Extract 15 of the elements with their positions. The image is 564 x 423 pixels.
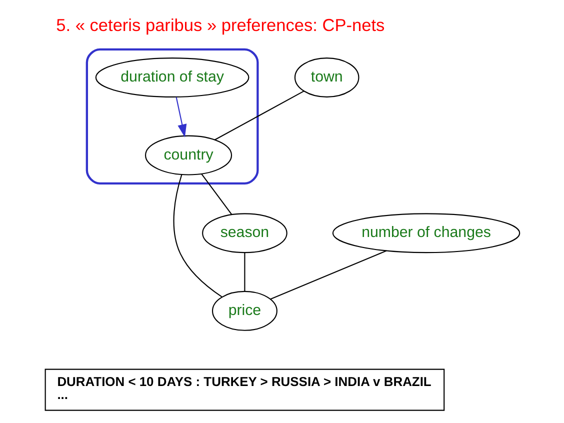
diagram-title: 5. « ceteris paribus » preferences: CP-nets: [56, 14, 384, 35]
connector: [244, 252, 245, 292]
node-ellipse: country: [144, 135, 232, 176]
node-ellipse: price: [211, 290, 277, 331]
connector: [172, 174, 222, 298]
node-ellipse: duration of stay: [94, 58, 249, 98]
arrow: [175, 97, 186, 138]
node-ellipse: season: [202, 213, 287, 254]
cluster: [85, 48, 258, 184]
connector: [270, 250, 386, 300]
connector: [214, 90, 304, 140]
node-ellipse: number of changes: [332, 213, 520, 254]
node-box: DURATION < 10 DAYS : TURKEY > RUSSIA > INDIA v BRAZIL ...: [44, 368, 444, 411]
connector: [200, 174, 232, 215]
node-ellipse: town: [294, 58, 359, 98]
